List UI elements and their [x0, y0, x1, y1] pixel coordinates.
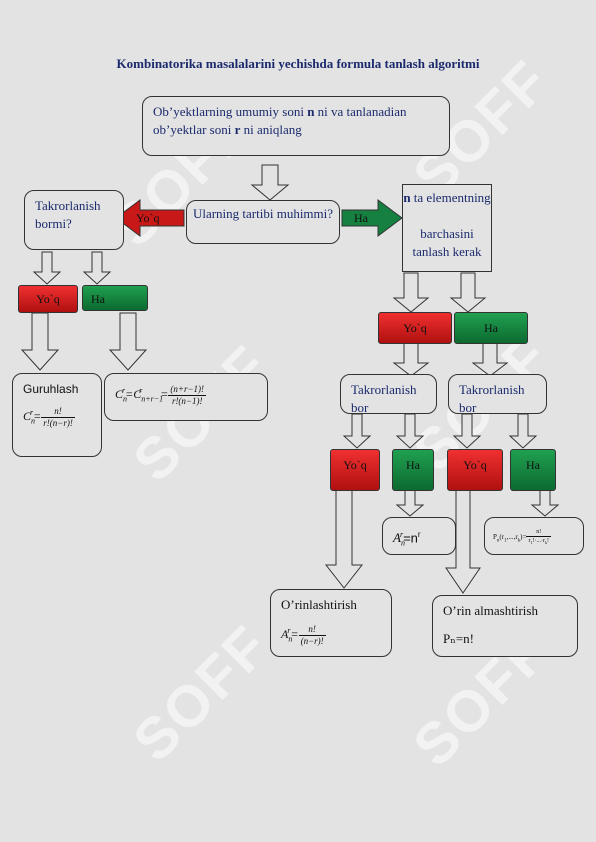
yes-button[interactable]: Ha: [392, 449, 434, 491]
arrangement-repetition-formula: Anr=nr: [393, 530, 421, 548]
n-label: n: [307, 104, 315, 119]
permutation-box: O’rin almashtirish Pₙ=n!: [432, 595, 578, 657]
repeat-text: Takrorlanish bor: [459, 382, 525, 415]
all-elements-text: barchasini tanlash kerak: [412, 226, 482, 259]
r-label: r: [234, 122, 241, 137]
input-text: Ob’yektlarning umumiy soni: [153, 104, 308, 119]
arrangement-label: O’rinlashtirish: [281, 597, 357, 612]
order-question-box: Ularning tartibi muhimmi?: [186, 200, 340, 244]
permutation-label: O’rin almashtirish: [443, 603, 538, 618]
all-elements-text: ta elementning: [410, 190, 491, 205]
combination-repetition-formula: Cnr=Cn+r−1r=(n+r−1)!r!(n−1)!: [115, 383, 207, 406]
order-question-text: Ularning tartibi muhimmi?: [192, 206, 334, 221]
repeat-question-left: Takrorlanish bormi?: [24, 190, 124, 250]
label-yes: Ha: [354, 211, 368, 225]
input-text: ni aniqlang: [240, 122, 302, 137]
repeat-question-text: Takrorlanish bormi?: [35, 198, 101, 231]
yes-button[interactable]: Ha: [82, 285, 148, 311]
input-text: ob’yektlar soni: [153, 122, 235, 137]
n-label: n: [403, 190, 411, 205]
yes-button[interactable]: Ha: [454, 312, 528, 344]
arrangement-repetition-box: Anr=nr: [382, 517, 456, 555]
repeat-box-right: Takrorlanish bor: [448, 374, 547, 415]
no-button[interactable]: Yo`q: [18, 285, 78, 313]
repeat-text: Takrorlanish bor: [351, 382, 417, 415]
arrangement-box: O’rinlashtirish Anr=n!(n−r)!: [270, 589, 392, 657]
combination-formula: Cnr=n!r!(n−r)!: [23, 405, 75, 428]
no-button[interactable]: Yo`q: [378, 312, 452, 344]
permutation-formula: Pₙ=n!: [443, 631, 475, 646]
permutation-repetition-box: Pn(r1,...,rk)=n!r1!·...·rk!: [484, 517, 584, 555]
no-button[interactable]: Yo`q: [330, 449, 380, 491]
repeat-box-mid: Takrorlanish bor: [340, 374, 437, 415]
input-text: ni va tanlanadian: [314, 104, 407, 119]
no-button[interactable]: Yo`q: [447, 449, 503, 491]
input-box: Ob’yektlarning umumiy soni n ni va tanla…: [142, 96, 450, 156]
page-title: Kombinatorika masalalarini yechishda for…: [116, 56, 480, 71]
all-elements-box: n ta elementning barchasini tanlash kera…: [402, 184, 492, 272]
yes-button[interactable]: Ha: [510, 449, 556, 491]
combination-repetition-box: Cnr=Cn+r−1r=(n+r−1)!r!(n−1)!: [104, 373, 268, 421]
permutation-repetition-formula: Pn(r1,...,rk)=n!r1!·...·rk!: [493, 529, 551, 546]
label-no: Yo`q: [136, 211, 160, 225]
arrangement-formula: Anr=n!(n−r)!: [281, 623, 326, 646]
grouping-label: Guruhlash: [23, 382, 79, 396]
grouping-box: Guruhlash Cnr=n!r!(n−r)!: [12, 373, 102, 457]
